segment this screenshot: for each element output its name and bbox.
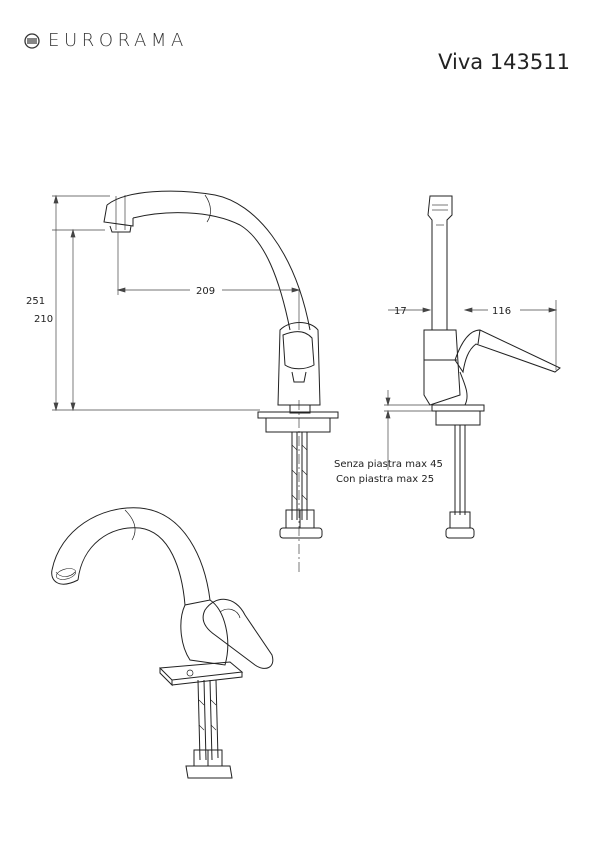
model-title: Viva 143511 xyxy=(438,50,570,74)
brand-mark-icon xyxy=(24,32,40,49)
iso-view-faucet xyxy=(51,507,274,779)
front-view-faucet xyxy=(103,190,339,572)
dim-side-lever: 116 xyxy=(492,306,511,317)
dim-side-offset: 17 xyxy=(394,306,407,317)
side-dimensions xyxy=(384,300,558,470)
dim-height-spout: 210 xyxy=(34,314,53,325)
front-dimensions xyxy=(52,194,301,412)
brand-name: EURORAMA xyxy=(48,30,188,51)
side-view-faucet xyxy=(423,195,561,539)
dim-height-total: 251 xyxy=(26,296,45,307)
note-without-plate: Senza piastra max 45 xyxy=(334,459,443,470)
dim-reach: 209 xyxy=(196,286,215,297)
brand-logo: EURORAMA xyxy=(24,30,188,51)
note-with-plate: Con piastra max 25 xyxy=(336,474,434,485)
